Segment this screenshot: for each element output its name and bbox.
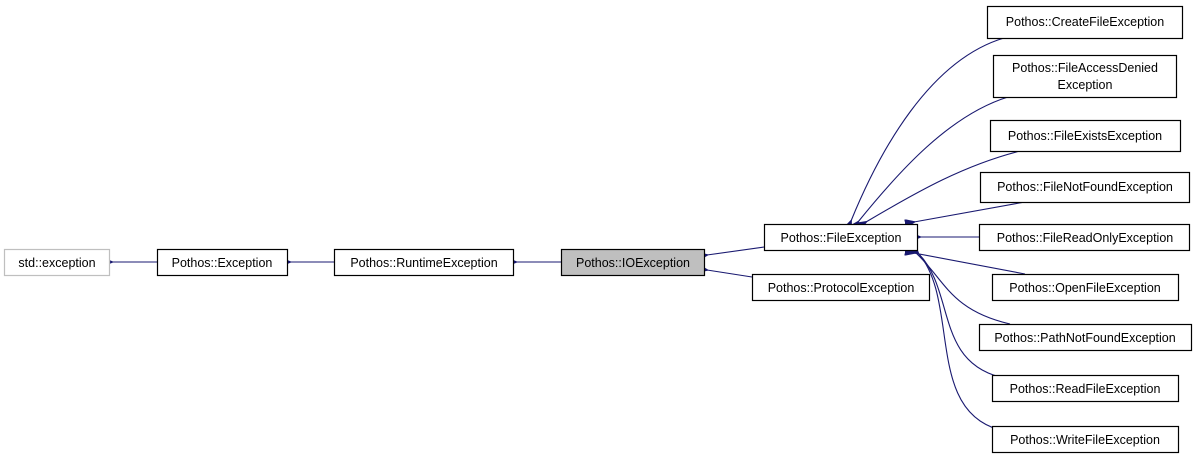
node-std-exception[interactable]: std::exception: [3, 248, 111, 277]
node-pothos-exception[interactable]: Pothos::Exception: [156, 248, 289, 277]
node-file-exception[interactable]: Pothos::FileException: [763, 223, 919, 252]
node-label: Pothos::RuntimeException: [350, 256, 497, 270]
node-path-not-found-exception[interactable]: Pothos::PathNotFoundException: [978, 323, 1193, 352]
edge-open-to-file: [914, 253, 1026, 275]
edge-protocol-to-io: [707, 270, 753, 278]
node-label: Pothos::FileReadOnlyException: [997, 231, 1174, 245]
edges: [112, 37, 1026, 431]
node-file-exists-exception[interactable]: Pothos::FileExistsException: [989, 119, 1182, 153]
edge-exists-to-file: [866, 150, 1021, 222]
node-write-file-exception[interactable]: Pothos::WriteFileException: [991, 425, 1180, 454]
node-runtime-exception[interactable]: Pothos::RuntimeException: [333, 248, 515, 277]
node-label: Pothos::IOException: [576, 256, 690, 270]
node-create-file-exception[interactable]: Pothos::CreateFileException: [986, 5, 1184, 40]
node-label: Pothos::Exception: [172, 256, 273, 270]
node-label: Pothos::FileExistsException: [1008, 129, 1162, 143]
node-label: std::exception: [18, 256, 95, 270]
node-label-line2: Exception: [1058, 78, 1113, 92]
node-label: Pothos::WriteFileException: [1010, 433, 1160, 447]
node-read-file-exception[interactable]: Pothos::ReadFileException: [991, 374, 1180, 403]
node-io-exception: Pothos::IOException: [560, 248, 706, 277]
node-file-read-only-exception[interactable]: Pothos::FileReadOnlyException: [978, 223, 1191, 252]
node-label-line1: Pothos::FileAccessDenied: [1012, 61, 1158, 75]
edge-notfound-to-file: [914, 201, 1026, 222]
edge-create-to-file: [851, 37, 1005, 221]
node-label: Pothos::CreateFileException: [1006, 15, 1164, 29]
node-label: Pothos::PathNotFoundException: [994, 331, 1175, 345]
node-protocol-exception[interactable]: Pothos::ProtocolException: [751, 273, 931, 302]
node-file-not-found-exception[interactable]: Pothos::FileNotFoundException: [979, 171, 1191, 204]
node-label: Pothos::FileNotFoundException: [997, 180, 1173, 194]
edge-read-to-file: [918, 253, 1001, 378]
node-label: Pothos::OpenFileException: [1009, 281, 1161, 295]
node-file-access-denied-exception[interactable]: Pothos::FileAccessDenied Exception: [992, 54, 1178, 99]
edge-file-to-io: [707, 246, 765, 255]
edge-access-to-file: [858, 96, 1009, 222]
node-label: Pothos::ReadFileException: [1010, 382, 1161, 396]
node-label: Pothos::FileException: [781, 231, 902, 245]
node-label: Pothos::ProtocolException: [768, 281, 915, 295]
edge-write-to-file: [918, 253, 1001, 431]
node-open-file-exception[interactable]: Pothos::OpenFileException: [991, 273, 1180, 302]
